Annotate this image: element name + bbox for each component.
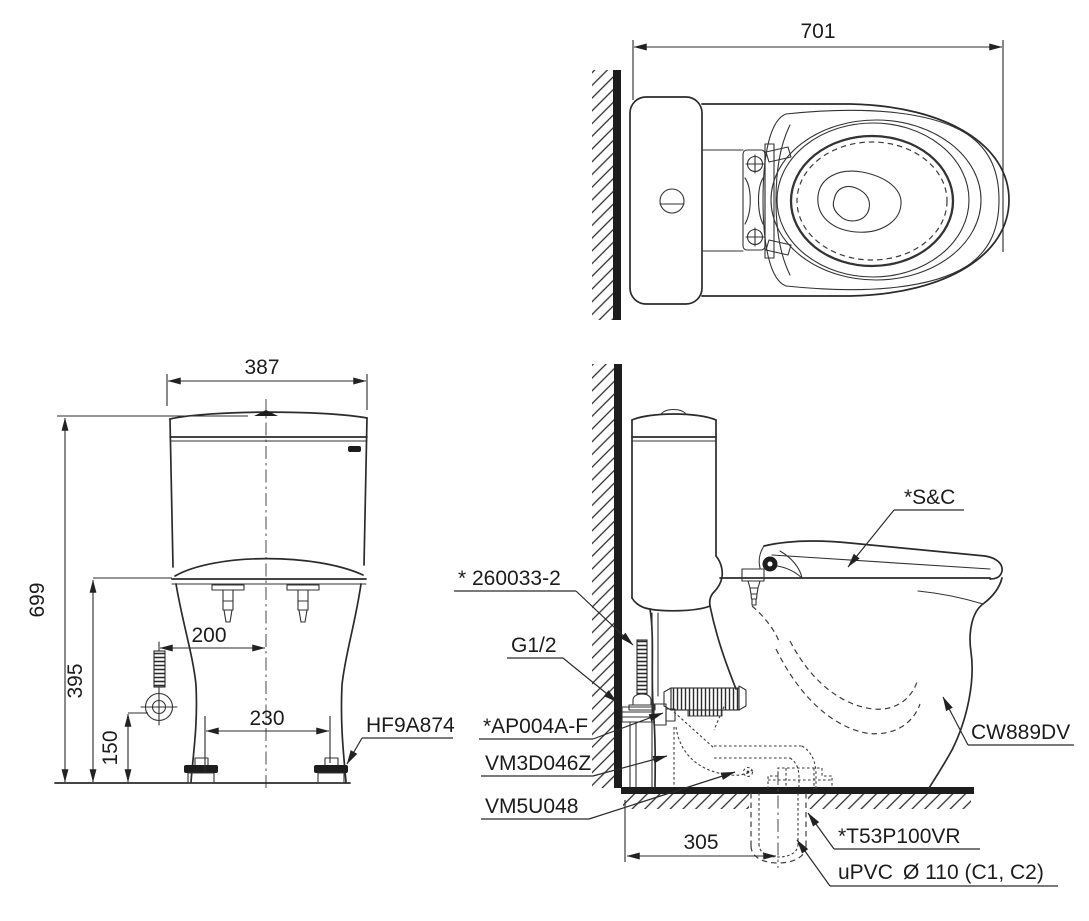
water-surface xyxy=(817,170,902,233)
dim-395: 395 xyxy=(64,577,172,783)
wall xyxy=(614,364,622,788)
part-label: * 260033-2 xyxy=(458,567,561,590)
trap-contour xyxy=(675,726,753,776)
dim-230: 230 xyxy=(204,707,331,772)
dim-395-text: 395 xyxy=(64,663,87,698)
dim-200: 200 xyxy=(159,624,266,652)
label-pipe: uPVC Ø 110 (C1, C2) xyxy=(796,839,1058,887)
inlet-thread xyxy=(153,650,166,688)
dim-701: 701 xyxy=(632,20,1004,252)
side-view: 305 *S&C * 260033-2 G1/2 *AP004A-F VM3D0… xyxy=(454,364,1074,887)
seat-inner-edge xyxy=(776,122,970,278)
dim-150-text: 150 xyxy=(99,730,122,765)
label-stop-valve: *AP004A-F xyxy=(479,712,664,740)
label-wall-bolt: * 260033-2 xyxy=(454,567,634,646)
part-label: *AP004A-F xyxy=(483,715,588,738)
label-flush-valve: VM3D046Z xyxy=(481,752,668,777)
tank-right-side xyxy=(363,417,368,566)
tank-left-side xyxy=(169,418,174,568)
part-label: VM3D046Z xyxy=(485,752,591,775)
flush-button xyxy=(659,188,685,214)
brand-logo xyxy=(348,446,361,452)
seat-lid-outline xyxy=(762,109,1000,291)
part-label: *T53P100VR xyxy=(838,825,961,848)
label-body: CW889DV xyxy=(942,696,1074,746)
dim-387: 387 xyxy=(166,356,368,410)
part-label: *S&C xyxy=(904,486,955,509)
coupling-coil xyxy=(670,687,740,711)
lid-center-mark xyxy=(254,410,278,416)
seat-bolt xyxy=(211,584,245,623)
tank-side xyxy=(631,408,724,612)
part-label: G1/2 xyxy=(511,634,557,657)
dim-699: 699 xyxy=(26,415,248,783)
bolt-cap xyxy=(314,757,348,784)
spray-nozzle xyxy=(741,568,765,606)
bowl-opening xyxy=(789,134,955,268)
supply-stop-valve xyxy=(621,703,676,788)
flush-valve-assembly xyxy=(663,685,817,789)
wall-hatching xyxy=(592,70,614,320)
bowl-front-profile xyxy=(928,577,1003,789)
floor-flange xyxy=(767,767,833,789)
seat-bolt xyxy=(286,584,320,623)
bowl-neck-front xyxy=(709,605,737,690)
label-seat-cover: *S&C xyxy=(847,486,964,568)
label-outlet: VM5U048 xyxy=(481,771,736,820)
part-label: CW889DV xyxy=(971,721,1070,744)
bolt-cap xyxy=(184,757,218,784)
bowl-neck-top xyxy=(644,605,711,612)
dim-305-text: 305 xyxy=(683,831,718,854)
pedestal-right xyxy=(340,583,362,783)
dim-387-text: 387 xyxy=(244,356,279,379)
wall-fixing-bolt xyxy=(628,639,656,711)
dim-200-text: 200 xyxy=(191,624,226,647)
pedestal-left xyxy=(175,583,198,783)
inner-bowl-contour xyxy=(789,640,918,710)
label-hf9a874: HF9A874 xyxy=(346,714,455,765)
bowl-ceramic-outline xyxy=(701,103,1010,297)
dim-699-text: 699 xyxy=(26,582,49,617)
label-supply-thread: G1/2 xyxy=(507,634,618,703)
dim-230-text: 230 xyxy=(249,707,284,730)
tank-top-outline xyxy=(629,96,703,305)
inner-bowl-contour xyxy=(775,648,921,735)
tank-lid-knob xyxy=(660,408,687,415)
hinge-screw xyxy=(745,154,765,174)
part-label: uPVC xyxy=(838,861,893,884)
front-view: 387 xyxy=(26,356,455,789)
wall-hatching xyxy=(592,364,614,788)
water-inlet xyxy=(140,641,178,726)
hinge-screw xyxy=(745,227,765,247)
dim-701-text: 701 xyxy=(800,20,835,43)
floor xyxy=(621,787,974,794)
seat-hinge-plate xyxy=(701,143,792,259)
label-flange: *T53P100VR xyxy=(807,812,980,850)
dim-150: 150 xyxy=(99,712,148,783)
lid-seam xyxy=(770,119,982,281)
seat-and-cover xyxy=(719,540,1003,606)
part-label: Ø 110 (C1, C2) xyxy=(903,861,1044,884)
part-label: HF9A874 xyxy=(366,714,455,737)
top-view: 701 xyxy=(592,20,1010,320)
wall xyxy=(613,70,621,320)
bowl-rim-arc xyxy=(174,557,364,577)
dim-305: 305 xyxy=(624,800,777,862)
part-label: VM5U048 xyxy=(485,795,578,818)
